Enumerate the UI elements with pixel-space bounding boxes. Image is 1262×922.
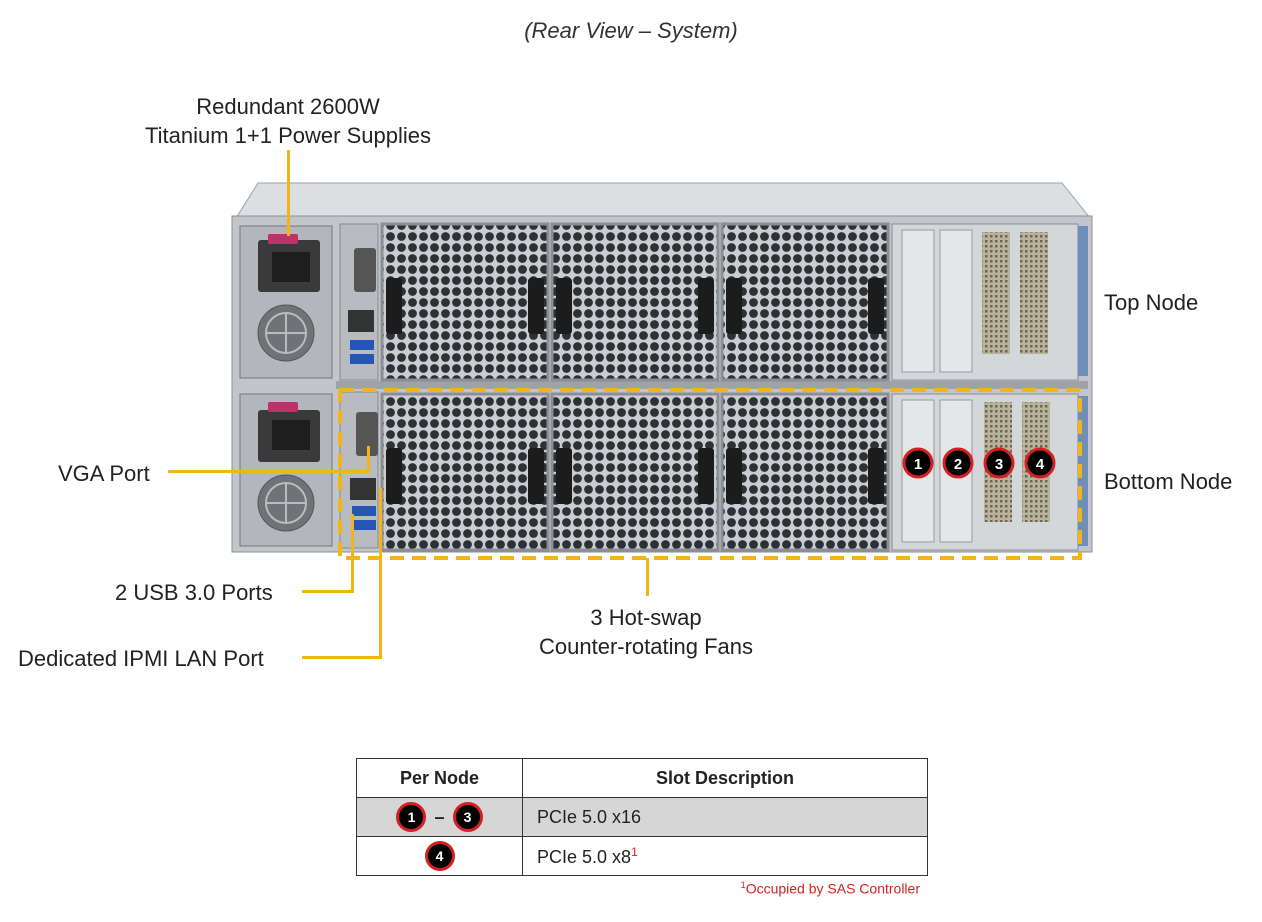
ipmi-label: Dedicated IPMI LAN Port	[18, 646, 264, 671]
lan-port-bottom	[350, 478, 376, 500]
power-supply-top	[239, 225, 333, 379]
server-rear-illustration: 1 2 3 4	[231, 182, 1093, 560]
psu-callout-line	[287, 150, 290, 236]
vga-connector-top	[354, 248, 376, 292]
usb-callout-stub	[351, 514, 354, 593]
slot-table: Per Node Slot Description 1–3 PCIe 5.0 x…	[356, 758, 928, 876]
slot-badge: 4	[424, 841, 455, 871]
header-slot-description: Slot Description	[522, 758, 928, 798]
slot-badge-circle	[983, 447, 1015, 479]
top-node-label: Top Node	[1104, 290, 1199, 315]
footnote: 1Occupied by SAS Controller	[741, 880, 920, 897]
page-title: (Rear View – System)	[524, 18, 738, 43]
vga-callout-stub	[367, 446, 370, 473]
fans-label-line2: Counter-rotating Fans	[539, 634, 753, 659]
vga-connector-bottom	[356, 412, 378, 456]
pcie-slots-top	[891, 223, 1079, 381]
psu-label: Redundant 2600W Titanium 1+1 Power Suppl…	[120, 92, 456, 150]
usb-label: 2 USB 3.0 Ports	[115, 580, 273, 605]
slot-badge: 3	[452, 802, 483, 832]
footnote-index: 1	[740, 880, 746, 890]
fans-label-line1: 3 Hot-swap	[590, 605, 702, 630]
vga-label: VGA Port	[58, 461, 150, 486]
slot-badge: 1	[396, 802, 427, 832]
slot-description-cell: PCIe 5.0 x81	[522, 836, 928, 876]
table-row: 4 PCIe 5.0 x81	[356, 836, 928, 876]
ipmi-callout-stub	[379, 488, 382, 659]
fans-top	[380, 222, 890, 382]
ipmi-callout-line	[302, 656, 382, 659]
slot-badge-number: 3	[995, 456, 1003, 473]
table-header-row: Per Node Slot Description	[356, 758, 928, 798]
slot-description: PCIe 5.0 x8	[537, 846, 632, 867]
vga-callout-line	[168, 470, 370, 473]
slot-description: PCIe 5.0 x16	[537, 806, 642, 827]
per-node-cell: 4	[356, 836, 523, 876]
usb-callout-line	[302, 590, 354, 593]
usb-port-bottom	[352, 506, 376, 516]
slot-badge-circle	[942, 447, 974, 479]
bottom-node-outline	[338, 388, 1082, 560]
slot-badges: 1 2 3 4	[902, 447, 1056, 479]
psu-label-line2: Titanium 1+1 Power Supplies	[145, 123, 431, 148]
footnote-text: Occupied by SAS Controller	[745, 880, 920, 897]
header-per-node: Per Node	[356, 758, 523, 798]
bottom-node-label: Bottom Node	[1104, 469, 1233, 494]
fans-bottom	[380, 392, 890, 552]
slot-description-cell: PCIe 5.0 x16	[522, 797, 928, 837]
psu-label-line1: Redundant 2600W	[196, 94, 380, 119]
per-node-cell: 1–3	[356, 797, 523, 837]
slot-badge-number: 1	[914, 456, 922, 473]
usb-port-top	[350, 340, 374, 350]
fans-label: 3 Hot-swap Counter-rotating Fans	[500, 603, 792, 661]
range-dash: –	[434, 806, 445, 827]
chassis-top	[235, 182, 1092, 219]
slot-badge-circle	[902, 447, 934, 479]
slot-badge-number: 4	[1036, 456, 1045, 473]
footnote-mark: 1	[631, 844, 638, 859]
lan-port-top	[348, 310, 374, 332]
table-row: 1–3 PCIe 5.0 x16	[356, 797, 928, 837]
slot-badge-number: 2	[954, 456, 962, 473]
fans-callout-line	[646, 558, 649, 596]
slot-badge-circle	[1024, 447, 1056, 479]
io-panel-top	[339, 223, 379, 381]
